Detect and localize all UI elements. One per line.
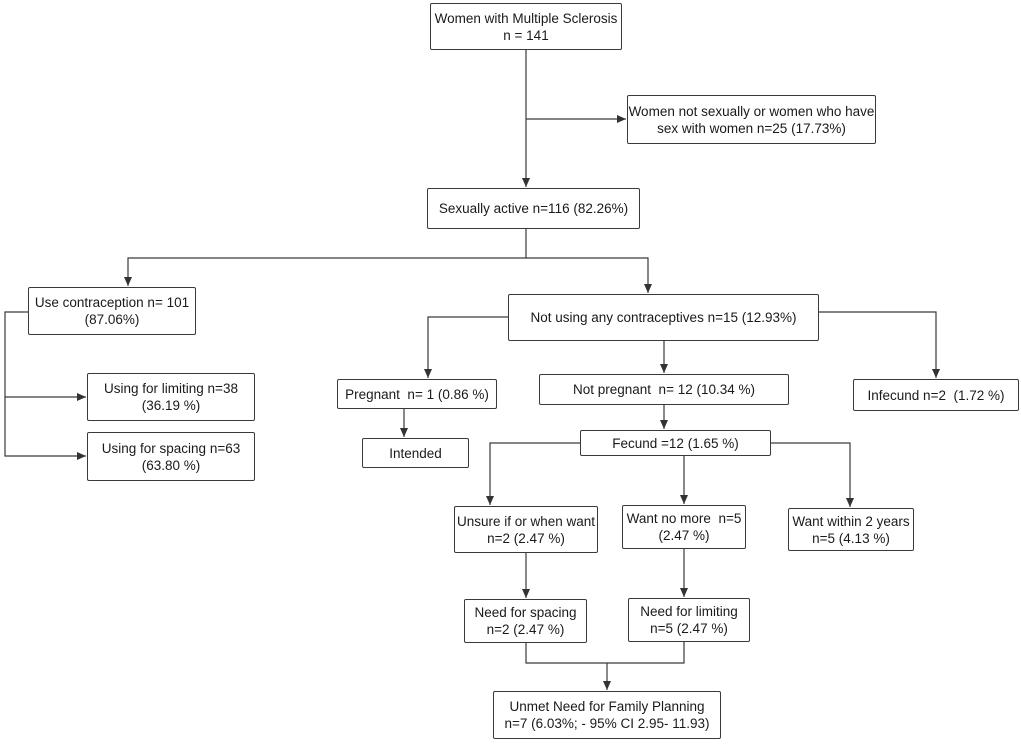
node-not-using: Not using any contraceptives n=15 (12.93… — [508, 294, 819, 341]
edge-active-split — [124, 229, 527, 286]
edge-needs-to-unmet — [525, 642, 685, 664]
node-within-2-years: Want within 2 years n=5 (4.13 %) — [788, 508, 914, 551]
node-pregnant: Pregnant n= 1 (0.86 %) — [337, 379, 497, 409]
node-fecund: Fecund =12 (1.65 %) — [580, 430, 771, 456]
node-using-limiting: Using for limiting n=38 (36.19 %) — [87, 373, 255, 421]
node-sexually-active: Sexually active n=116 (82.26%) — [427, 188, 640, 229]
node-use-contraception: Use contraception n= 101 (87.06%) — [28, 287, 196, 335]
edge-use-to-limiting — [4, 311, 86, 401]
node-need-limiting: Need for limiting n=5 (2.47 %) — [628, 598, 750, 642]
node-need-spacing: Need for spacing n=2 (2.47 %) — [464, 599, 587, 643]
node-want-no-more: Want no more n=5 (2.47 %) — [622, 505, 746, 549]
edge-not-using-to-pregnant — [424, 316, 508, 378]
edge-use-to-spacing — [4, 397, 86, 460]
node-excluded: Women not sexually or women who have sex… — [627, 95, 876, 144]
node-intended: Intended — [362, 438, 469, 468]
node-unmet-need: Unmet Need for Family Planning n=7 (6.03… — [493, 691, 721, 739]
node-not-pregnant: Not pregnant n= 12 (10.34 %) — [539, 374, 789, 405]
node-using-spacing: Using for spacing n=63 (63.80 %) — [87, 432, 255, 481]
node-infecund: Infecund n=2 (1.72 %) — [853, 379, 1019, 411]
edge-not-using-to-infecund — [818, 311, 940, 378]
edge-fecund-to-unsure — [486, 442, 580, 505]
node-root: Women with Multiple Sclerosis n = 141 — [430, 3, 622, 50]
edge-active-to-not-using — [526, 257, 652, 293]
node-unsure: Unsure if or when want n=2 (2.47 %) — [454, 506, 598, 553]
edge-fecund-to-within2 — [771, 442, 854, 507]
